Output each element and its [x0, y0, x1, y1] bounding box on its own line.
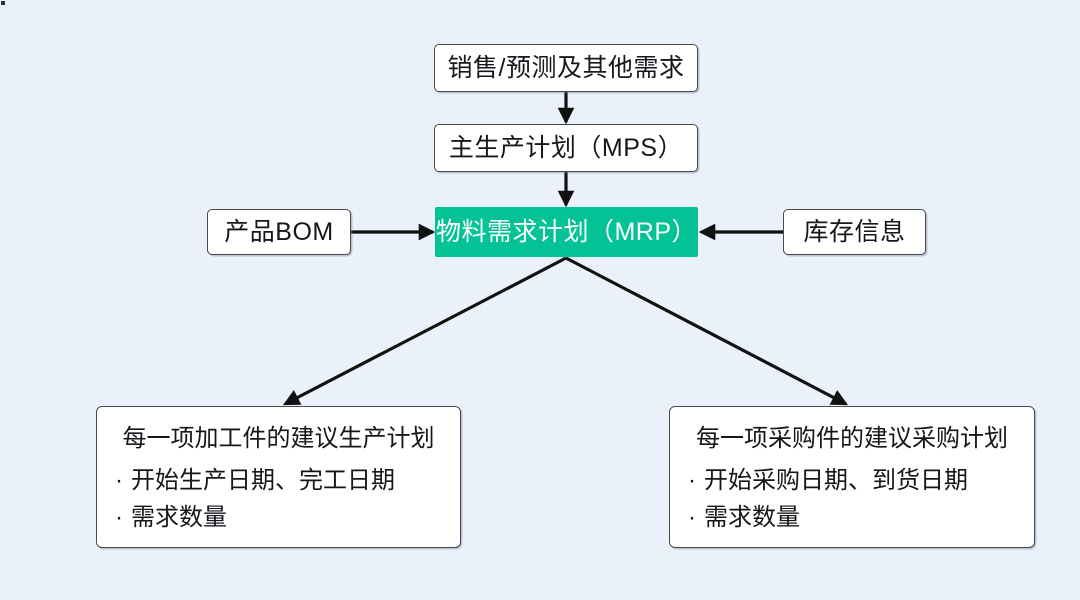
purchase-plan-list: · 开始采购日期、到货日期 · 需求数量: [686, 462, 1018, 536]
node-label: 物料需求计划（MRP）: [435, 217, 698, 246]
node-label: 销售/预测及其他需求: [447, 53, 685, 82]
node-purchase-plan-output[interactable]: 每一项采购件的建议采购计划 · 开始采购日期、到货日期 · 需求数量: [669, 406, 1035, 548]
purchase-plan-body: 每一项采购件的建议采购计划 · 开始采购日期、到货日期 · 需求数量: [670, 425, 1034, 536]
corner-artifact: [1, 1, 5, 5]
list-item: · 开始采购日期、到货日期: [686, 462, 1018, 499]
bullet-icon: ·: [115, 503, 123, 531]
list-item: · 需求数量: [113, 499, 444, 536]
production-plan-title: 每一项加工件的建议生产计划: [122, 425, 435, 452]
production-plan-body: 每一项加工件的建议生产计划 · 开始生产日期、完工日期 · 需求数量: [97, 425, 460, 536]
node-product-bom[interactable]: 产品BOM: [207, 209, 351, 255]
connector-mrp-to-production: [282, 256, 567, 406]
node-master-production-schedule[interactable]: 主生产计划（MPS）: [434, 124, 698, 172]
node-label: 主生产计划（MPS）: [448, 133, 684, 162]
connector-mrp-to-purchase: [565, 256, 849, 406]
list-item: · 需求数量: [686, 499, 1018, 536]
production-plan-list: · 开始生产日期、完工日期 · 需求数量: [113, 462, 444, 536]
node-inventory-information[interactable]: 库存信息: [783, 209, 926, 255]
node-sales-forecast-demand[interactable]: 销售/预测及其他需求: [434, 44, 698, 92]
list-item-label: 需求数量: [704, 503, 800, 531]
list-item-label: 需求数量: [131, 503, 227, 531]
bullet-icon: ·: [688, 466, 696, 494]
list-item-label: 开始生产日期、完工日期: [131, 466, 395, 494]
list-item: · 开始生产日期、完工日期: [113, 462, 444, 499]
list-item-label: 开始采购日期、到货日期: [704, 466, 968, 494]
node-label: 产品BOM: [224, 217, 334, 246]
node-label: 库存信息: [803, 217, 906, 246]
node-material-requirements-planning[interactable]: 物料需求计划（MRP）: [435, 207, 698, 257]
bullet-icon: ·: [688, 503, 696, 531]
node-production-plan-output[interactable]: 每一项加工件的建议生产计划 · 开始生产日期、完工日期 · 需求数量: [96, 406, 461, 548]
bullet-icon: ·: [115, 466, 123, 494]
purchase-plan-title: 每一项采购件的建议采购计划: [696, 425, 1008, 452]
